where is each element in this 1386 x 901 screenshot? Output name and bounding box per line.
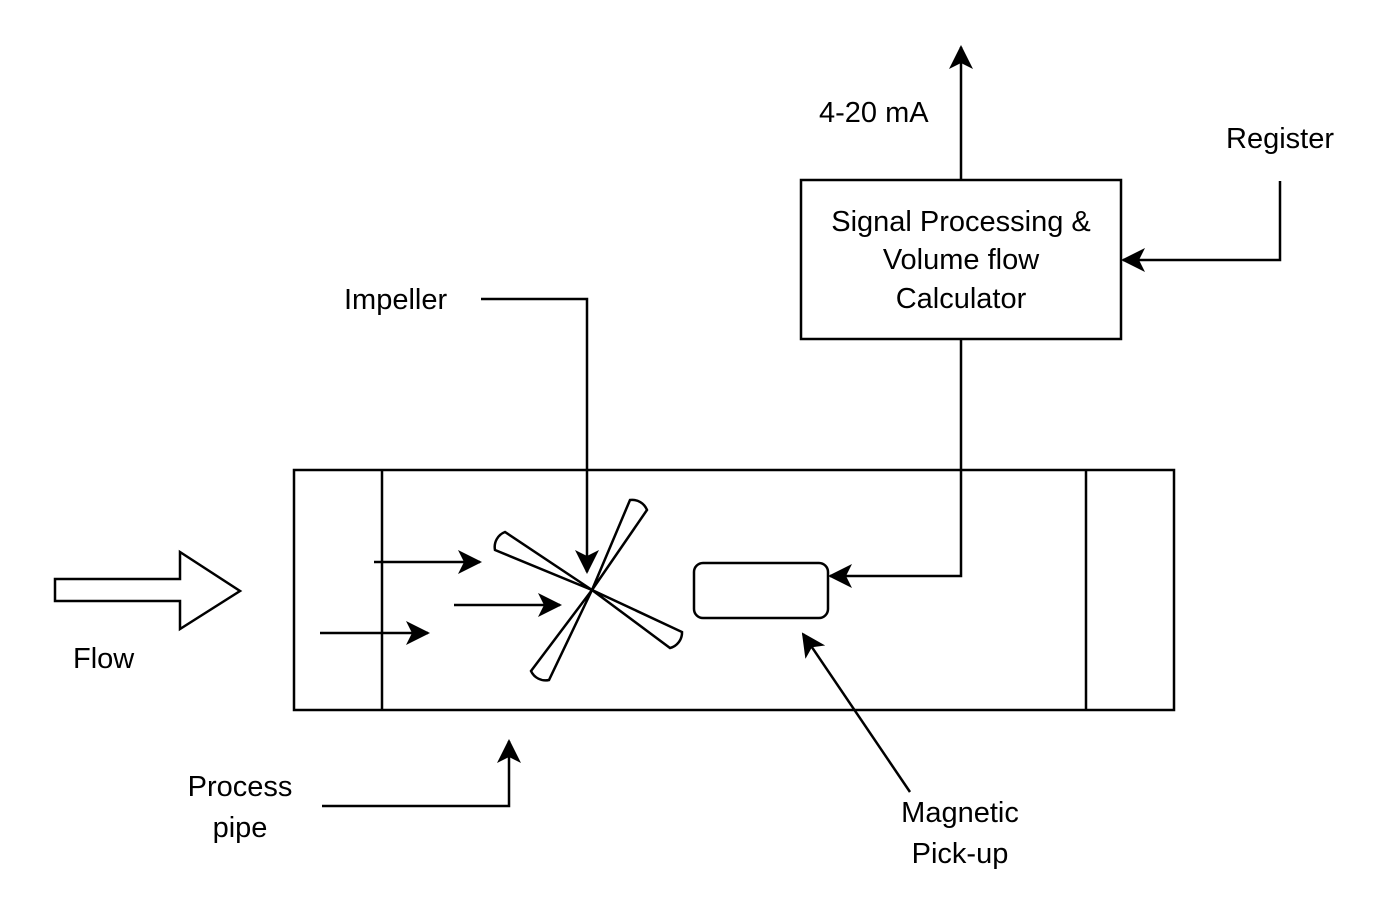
output-signal-label: 4-20 mA	[819, 97, 929, 129]
process-pipe-leader-arrow	[322, 739, 521, 808]
processor-label-line3: Calculator	[896, 283, 1027, 315]
impeller-label: Impeller	[344, 284, 447, 316]
impeller-rotor	[493, 498, 684, 682]
flow-direction-arrow	[53, 549, 243, 632]
impeller-leader-arrow	[481, 297, 599, 574]
processor-label-line2: Volume flow	[883, 244, 1040, 276]
impeller-blade-lower-right	[591, 588, 684, 650]
impeller-blade-upper-right	[590, 498, 649, 591]
register-connector-arrow	[1121, 181, 1282, 272]
pickup-signal-line	[828, 339, 963, 588]
process-pipe-label-line1: Process	[188, 771, 293, 803]
register-label: Register	[1226, 123, 1334, 155]
pickup-leader-arrow	[801, 632, 912, 793]
pickup-label-line1: Magnetic	[901, 797, 1019, 829]
processor-label-line1: Signal Processing &	[831, 206, 1091, 238]
impeller-blade-lower-left	[529, 589, 594, 682]
impeller-blade-upper-left	[493, 530, 593, 592]
flow-label: Flow	[73, 643, 135, 675]
magnetic-pickup-sensor	[692, 561, 830, 620]
process-pipe-label-line2: pipe	[213, 812, 268, 844]
pickup-label-line2: Pick-up	[912, 838, 1009, 870]
